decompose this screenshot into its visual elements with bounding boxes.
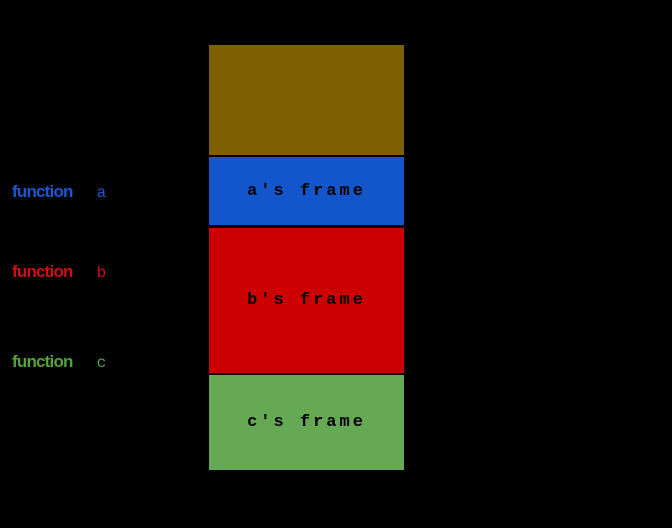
function-b-label: function b: [12, 262, 106, 282]
a-frame-label: a's frame: [247, 181, 366, 201]
function-a-label: function a: [12, 182, 106, 202]
function-keyword: function: [12, 182, 73, 201]
function-keyword: function: [12, 262, 73, 281]
function-name-b: b: [96, 264, 107, 282]
caller-frame-block: [209, 45, 404, 155]
function-name-a: a: [96, 184, 107, 202]
function-keyword: function: [12, 352, 73, 371]
a-frame-block: a's frame: [209, 157, 404, 225]
b-frame-label: b's frame: [247, 291, 366, 310]
function-name-c: c: [96, 354, 107, 372]
b-frame-block: b's frame: [209, 228, 404, 373]
function-c-label: function c: [12, 352, 106, 372]
c-frame-block: c's frame: [209, 375, 404, 470]
c-frame-label: c's frame: [247, 413, 366, 432]
